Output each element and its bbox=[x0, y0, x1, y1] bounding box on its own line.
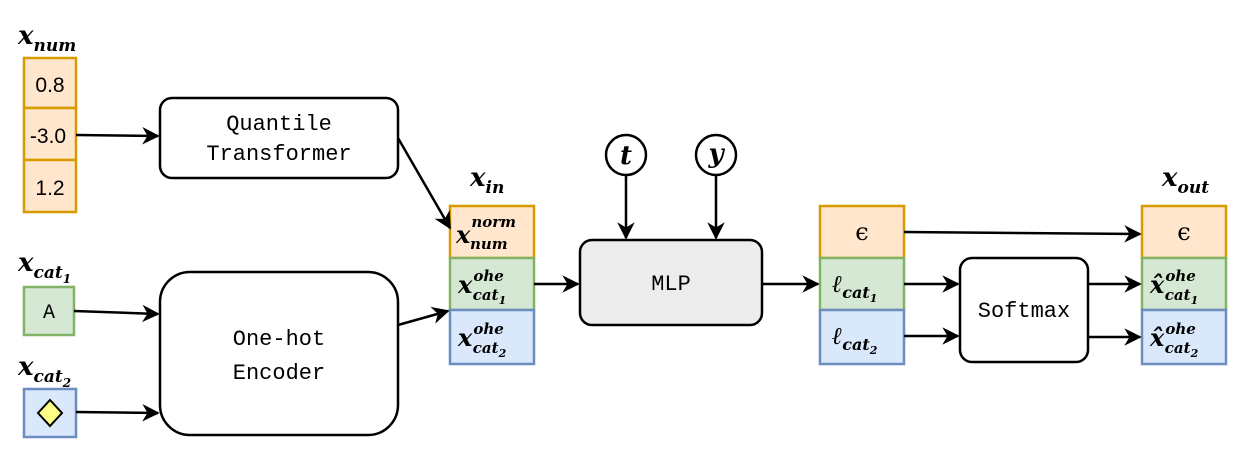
x-in-cell-num bbox=[448, 204, 536, 260]
softmax-block bbox=[958, 256, 1090, 364]
quantile-transformer-line2: Transformer bbox=[206, 142, 351, 167]
arrow-cat1-to-encoder bbox=[73, 304, 160, 323]
mlp-block bbox=[578, 238, 764, 327]
t-condition-label: t bbox=[620, 141, 632, 171]
quantile-transformer-line1: Quantile bbox=[226, 112, 332, 137]
x-in-cell-cat1 bbox=[448, 256, 536, 312]
x-cat1-label: xcat1 bbox=[17, 248, 71, 286]
mlp-out-cat1-label: ℓcat1 bbox=[832, 269, 877, 305]
x-cat2-label: xcat2 bbox=[17, 352, 71, 390]
arrow-eps-passthrough bbox=[903, 225, 1142, 243]
x-num-value-3: 1.2 bbox=[35, 177, 64, 200]
y-condition-label: y bbox=[707, 139, 725, 169]
arrow-num-to-quantile bbox=[75, 127, 160, 145]
arrow-cat2-to-encoder bbox=[75, 404, 160, 422]
onehot-encoder-line1: One-hot bbox=[233, 327, 325, 352]
x-out-label: xout bbox=[1161, 163, 1209, 198]
x-num-label: xnum bbox=[17, 21, 76, 56]
mlp-output-vector: ϵ ℓcat1 ℓcat2 bbox=[818, 204, 906, 366]
arrow-quantile-to-xin bbox=[396, 137, 452, 230]
x-in-label: xin bbox=[469, 163, 504, 198]
arrow-encoder-to-xin bbox=[397, 306, 450, 327]
x-in-cell-cat2 bbox=[448, 308, 536, 366]
x-num-vector: 0.8 -3.0 1.2 bbox=[22, 56, 78, 214]
mlp-out-cell-eps bbox=[818, 204, 906, 260]
x-num-value-2: -3.0 bbox=[30, 125, 66, 148]
mlp-label: MLP bbox=[651, 272, 691, 297]
onehot-encoder-block bbox=[158, 270, 400, 437]
x-num-value-1: 0.8 bbox=[35, 74, 64, 97]
x-cat1-value: A bbox=[43, 302, 55, 325]
softmax-label: Softmax bbox=[978, 299, 1070, 324]
mlp-out-cell-cat1 bbox=[818, 256, 906, 312]
mlp-out-cat2-label: ℓcat2 bbox=[832, 321, 878, 357]
x-out-cell-cat2 bbox=[1140, 308, 1228, 366]
x-out-eps-label: ϵ bbox=[1177, 218, 1190, 246]
mlp-out-eps-label: ϵ bbox=[855, 218, 868, 246]
diamond-icon bbox=[36, 398, 64, 428]
x-out-cell-cat1 bbox=[1140, 256, 1228, 312]
x-num-cell-3 bbox=[22, 158, 78, 214]
onehot-encoder-line2: Encoder bbox=[233, 361, 325, 386]
